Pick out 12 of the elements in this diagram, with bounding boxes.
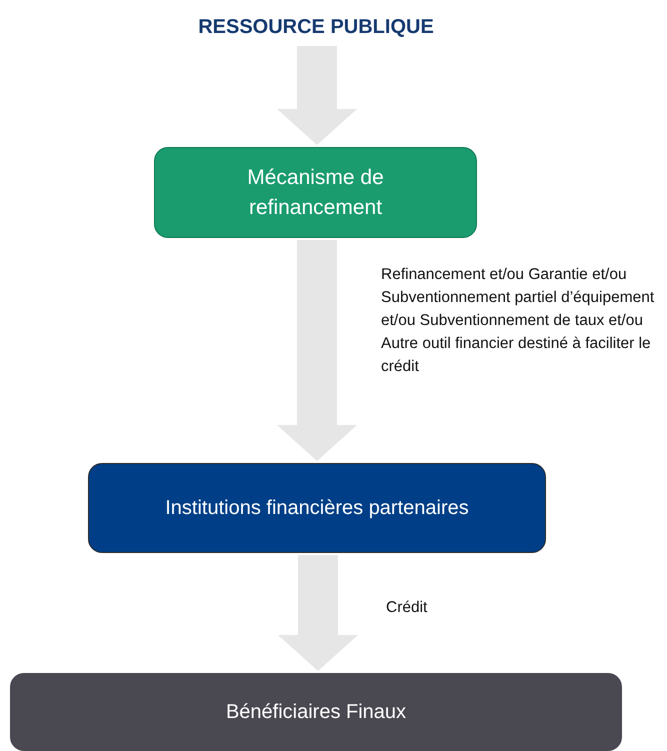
block-arrow: [278, 555, 358, 671]
box-label: Bénéficiaires Finaux: [226, 700, 406, 725]
box-label: Institutions financières partenaires: [165, 496, 469, 521]
block-arrow: [277, 240, 357, 461]
block-arrow: [277, 46, 357, 145]
edge-label: Refinancement et/ou Garantie et/ou Subventionnement partiel d’équipement et/ou Subventionnement de taux et/ou Autre outil financier destiné à faciliter le crédit: [381, 265, 656, 377]
process-box: [88, 463, 546, 553]
heading-text: RESSOURCE PUBLIQUE: [198, 15, 434, 40]
edge-label: Crédit: [386, 598, 428, 618]
process-box: [10, 673, 622, 751]
process-box: [154, 147, 477, 238]
box-label: Mécanisme de refinancement: [246, 164, 385, 220]
